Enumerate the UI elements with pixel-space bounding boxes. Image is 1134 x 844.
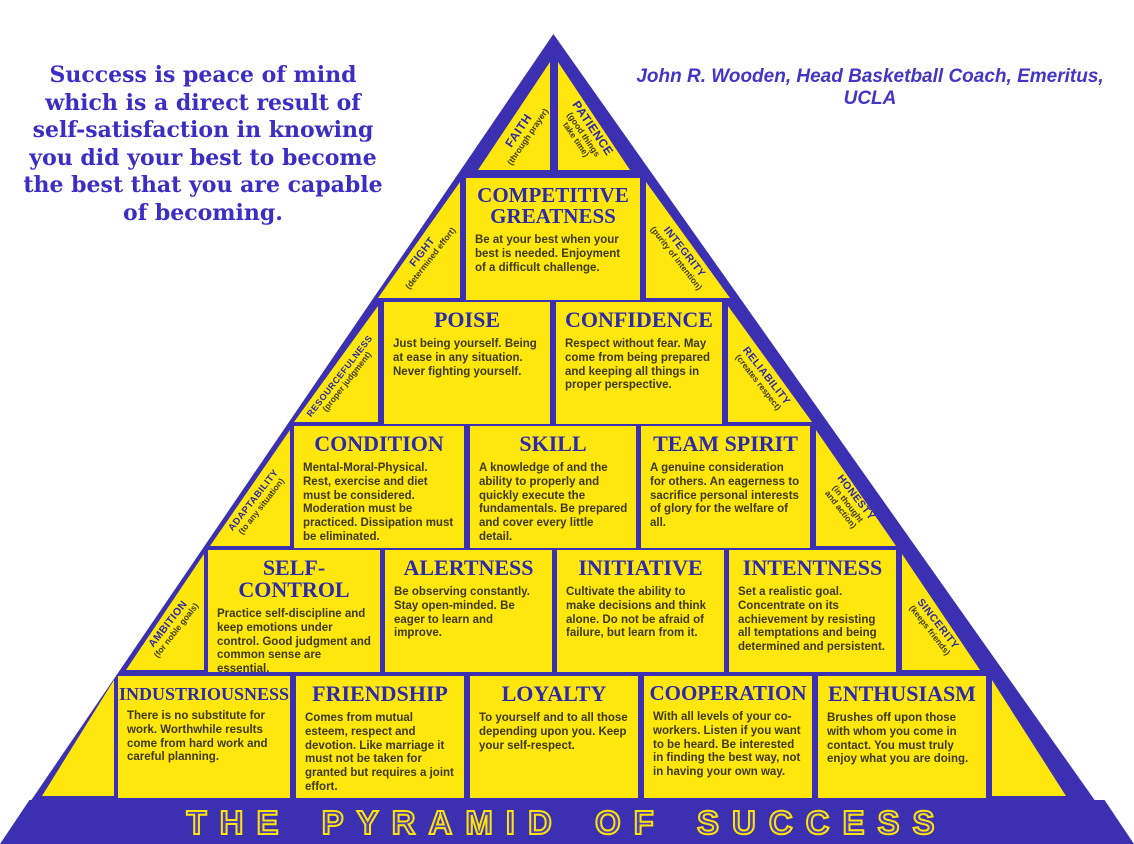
block-title: CONFIDENCE (565, 307, 713, 332)
block-title: SKILL (519, 431, 587, 456)
block-body: Brushes off upon those with whom you com… (827, 712, 969, 766)
block-condition: CONDITION Mental-Moral-Physical. Rest, e… (294, 426, 464, 548)
block-body: To yourself and to all those depending u… (479, 712, 628, 752)
block-competitive-greatness: COMPETITIVE GREATNESS Be at your best wh… (466, 178, 640, 300)
block-skill: SKILL A knowledge of and the ability to … (470, 426, 636, 548)
block-body: Be observing constantly. Stay open-minde… (394, 586, 530, 640)
block-title: ENTHUSIASM (828, 681, 976, 706)
block-body: Just being yourself. Being at ease in an… (393, 338, 537, 378)
block-alertness: ALERTNESS Be observing constantly. Stay … (385, 550, 552, 672)
block-body: A knowledge of and the ability to proper… (479, 462, 628, 543)
author-attribution: John R. Wooden, Head Basketball Coach, E… (636, 66, 1104, 109)
block-body: Mental-Moral-Physical. Rest, exercise an… (303, 462, 454, 543)
banner-title: THE PYRAMID OF SUCCESS (185, 803, 948, 842)
block-title: FRIENDSHIP (312, 681, 448, 706)
block-title: LOYALTY (501, 681, 607, 706)
success-definition-quote: Success is peace of mind which is a dire… (23, 62, 383, 226)
block-body: Set a realistic goal. Concentrate on its… (738, 586, 885, 654)
block-self-control: SELF-CONTROL Practice self-discipline an… (208, 550, 380, 675)
block-body: Comes from mutual esteem, respect and de… (305, 712, 454, 793)
block-body: With all levels of your co-workers. List… (653, 711, 801, 779)
resourcefulness-title: RESOURCEFULNESS (305, 333, 375, 419)
block-enthusiasm: ENTHUSIASM Brushes off upon those with w… (818, 676, 986, 798)
block-title: COOPERATION (649, 681, 807, 705)
block-cooperation: COOPERATION With all levels of your co-w… (644, 676, 812, 798)
block-title: ALERTNESS (403, 555, 534, 580)
block-loyalty: LOYALTY To yourself and to all those dep… (470, 676, 638, 798)
block-body: Practice self-discipline and keep emotio… (217, 608, 371, 676)
block-title: INDUSTRIOUSNESS (118, 684, 290, 704)
block-title: INTENTNESS (742, 555, 883, 580)
block-title: POISE (433, 307, 501, 332)
block-title: COMPETITIVE GREATNESS (477, 183, 629, 228)
block-initiative: INITIATIVE Cultivate the ability to make… (557, 550, 724, 672)
block-body: Respect without fear. May come from bein… (565, 338, 711, 392)
block-title: INITIATIVE (578, 555, 703, 580)
block-title: TEAM SPIRIT (653, 431, 798, 456)
block-friendship: FRIENDSHIP Comes from mutual esteem, res… (296, 676, 464, 798)
block-confidence: CONFIDENCE Respect without fear. May com… (556, 302, 722, 424)
block-body: Be at your best when your best is needed… (475, 234, 621, 274)
block-body: There is no substitute for work. Worthwh… (127, 710, 268, 764)
bottom-banner: THE PYRAMID OF SUCCESS (0, 800, 1134, 844)
block-intentness: INTENTNESS Set a realistic goal. Concent… (729, 550, 896, 672)
block-body: A genuine consideration for others. An e… (650, 462, 800, 530)
block-body: Cultivate the ability to make decisions … (566, 586, 706, 640)
block-title: SELF-CONTROL (238, 555, 350, 602)
block-industriousness: INDUSTRIOUSNESS There is no substitute f… (118, 676, 290, 798)
block-team-spirit: TEAM SPIRIT A genuine consideration for … (641, 426, 810, 548)
block-poise: POISE Just being yourself. Being at ease… (384, 302, 550, 424)
block-title: CONDITION (314, 431, 444, 456)
